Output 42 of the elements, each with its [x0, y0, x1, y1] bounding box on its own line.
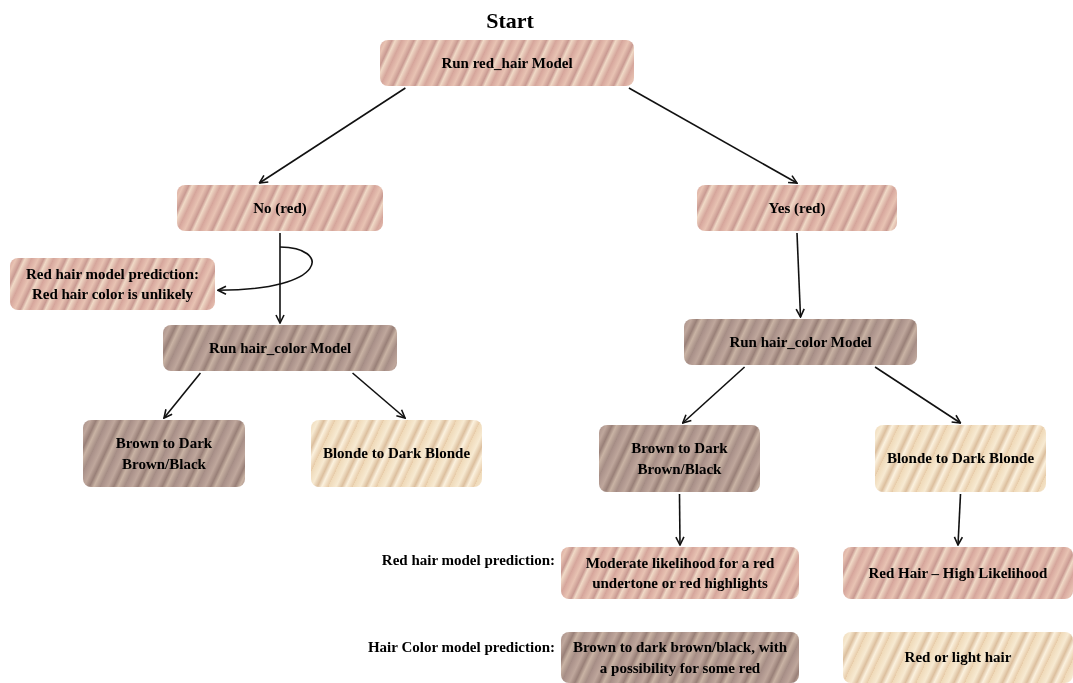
process-box: [599, 425, 760, 492]
box-text: Moderate likelihood for a red undertone or red highlights: [584, 553, 776, 593]
row-label: Hair Color model prediction:: [366, 638, 555, 657]
box-text: Run hair_color Model: [208, 338, 352, 358]
box-text: Brown to Dark Brown/Black: [114, 434, 214, 474]
process-box: [875, 425, 1046, 492]
box-text: Red hair model prediction: Red hair color is unlikely: [24, 264, 201, 304]
process-box: [311, 420, 482, 487]
process-box: [163, 325, 397, 371]
box-text: Brown to Dark Brown/Black: [630, 439, 729, 479]
box-text: Red Hair – High Likelihood: [868, 563, 1048, 583]
row-label: Red hair model prediction:: [380, 551, 555, 570]
process-box: [843, 547, 1073, 599]
box-text: Run hair_color Model: [729, 332, 872, 352]
arrow: [163, 372, 202, 419]
arrow: [681, 366, 746, 424]
box-text: Blonde to Dark Blonde: [322, 444, 471, 464]
arrow: [258, 87, 407, 184]
arrow: [874, 366, 962, 424]
process-box: [561, 547, 799, 599]
process-box: [684, 319, 917, 365]
process-box: [83, 420, 245, 487]
box-text: Run red_hair Model: [441, 53, 573, 73]
box-text: Blonde to Dark Blonde: [886, 449, 1035, 469]
arrow: [275, 232, 285, 324]
arrow: [795, 232, 805, 318]
process-box: [697, 185, 897, 231]
box-text: Yes (red): [768, 198, 826, 218]
process-box: [843, 632, 1073, 683]
box-text: No (red): [253, 198, 307, 218]
process-box: [561, 632, 799, 683]
arrow: [217, 246, 313, 295]
arrow: [628, 87, 798, 184]
arrow: [351, 372, 406, 419]
arrow: [675, 493, 685, 546]
box-text: Brown to dark brown/black, with a possibility for some red: [571, 638, 789, 678]
process-box: [177, 185, 383, 231]
box-text: Red or light hair: [904, 648, 1012, 668]
process-box: [380, 40, 634, 86]
process-box: [10, 258, 215, 310]
title: Start: [485, 7, 535, 35]
arrow: [953, 493, 964, 546]
